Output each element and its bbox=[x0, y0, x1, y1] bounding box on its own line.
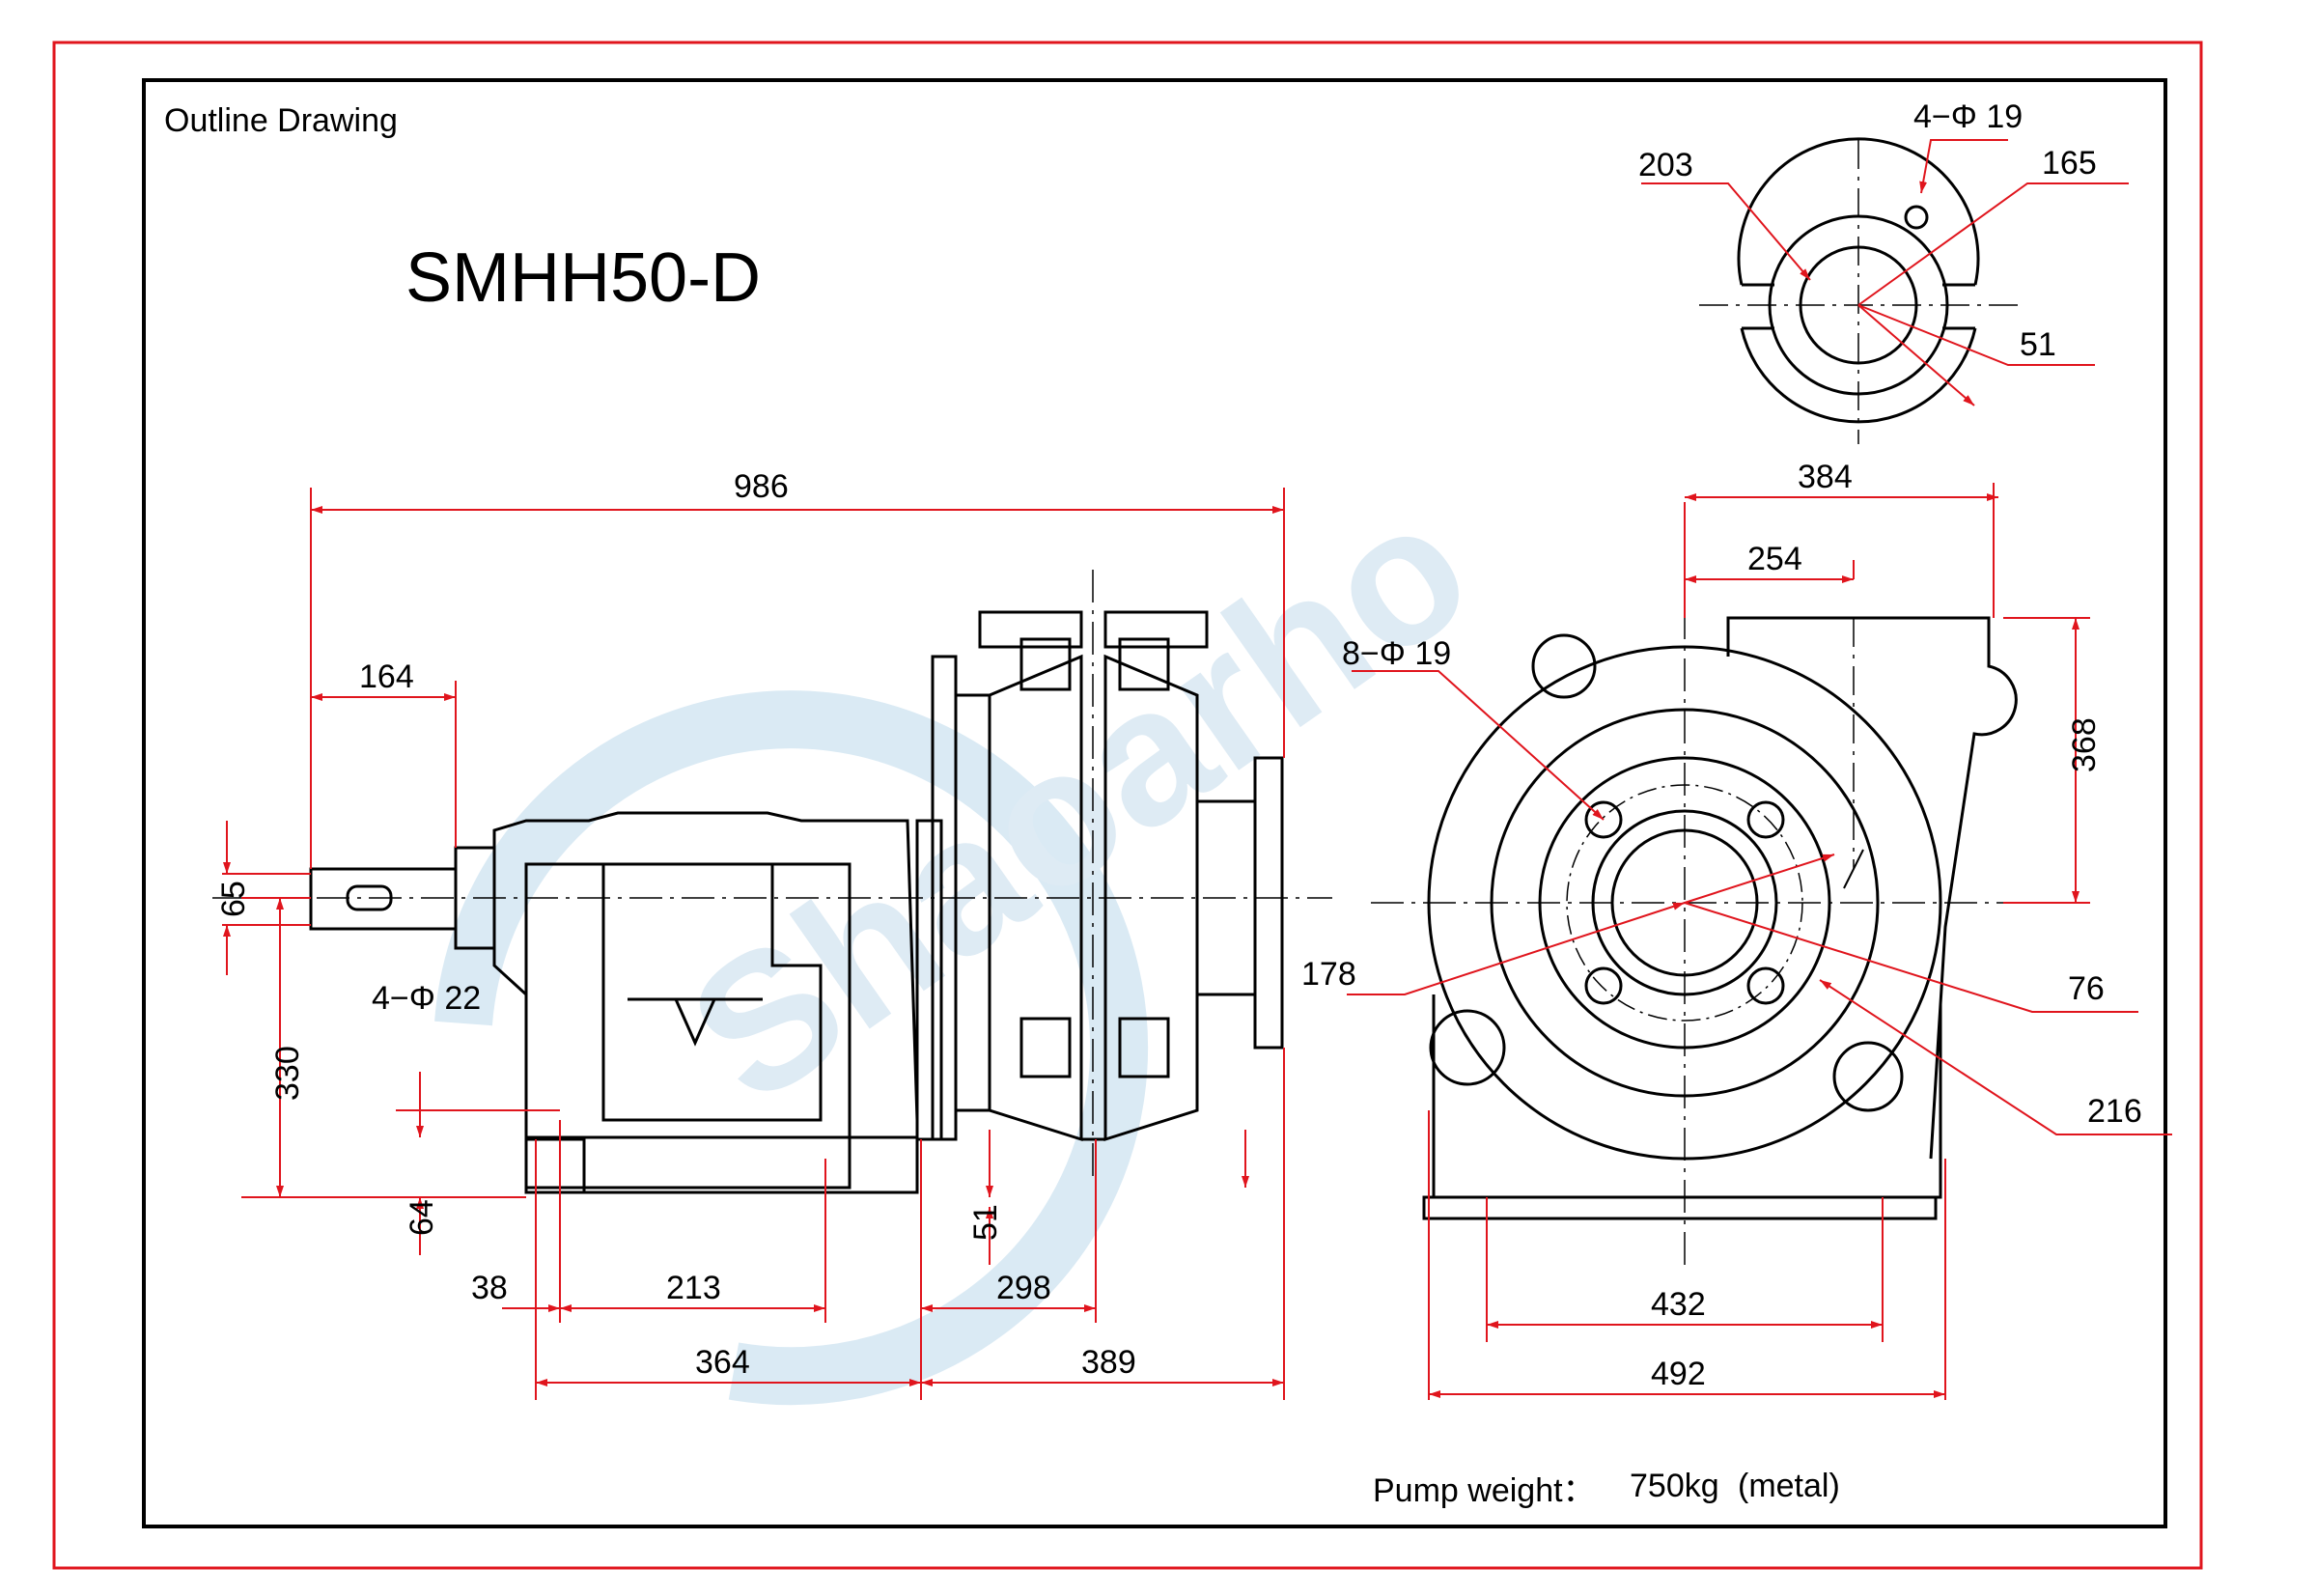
ext-lines-left bbox=[222, 873, 526, 1198]
lifting-lug bbox=[1531, 633, 1597, 699]
casing-half-right bbox=[1103, 654, 1199, 1142]
watermark-swirl bbox=[434, 690, 1149, 1406]
dim-51: 51 bbox=[967, 1204, 1004, 1241]
dim-368: 368 bbox=[2066, 717, 2103, 772]
base-plate bbox=[1422, 1195, 1938, 1220]
frame-window bbox=[601, 864, 823, 1122]
volute-outer bbox=[1427, 645, 1942, 1161]
dim-254: 254 bbox=[1747, 541, 1802, 577]
leader-216 bbox=[1819, 979, 2172, 1135]
dim-216: 216 bbox=[2087, 1093, 2142, 1130]
dimension-lines bbox=[222, 139, 2172, 1400]
suction-bore-inner bbox=[1610, 828, 1759, 977]
outer-frame bbox=[52, 41, 2203, 1570]
bolt-circle bbox=[1566, 784, 1803, 1022]
bolt-top-right bbox=[1118, 637, 1170, 691]
leader-radius bbox=[1684, 854, 1835, 904]
foot-left bbox=[524, 1137, 586, 1194]
casing-lug-right-top bbox=[1103, 610, 1209, 649]
dim-213: 213 bbox=[666, 1270, 721, 1306]
dim-330: 330 bbox=[269, 1046, 306, 1101]
leader-4-19 bbox=[1919, 139, 2008, 194]
adapter-plate bbox=[915, 819, 943, 1141]
flange-hole bbox=[1746, 966, 1785, 1005]
suction-flange bbox=[1253, 756, 1284, 1050]
leader-flange-radius bbox=[1857, 304, 1975, 406]
casing-lug-left-top bbox=[978, 610, 1083, 649]
weight-label: Pump weight： bbox=[1373, 1472, 1596, 1509]
inner-frame bbox=[142, 78, 2167, 1528]
weight-material: (metal) bbox=[1738, 1468, 1840, 1504]
dim-165: 165 bbox=[2042, 145, 2097, 182]
dim-364: 364 bbox=[695, 1344, 750, 1381]
shaft bbox=[309, 867, 458, 931]
flange-hole bbox=[1584, 966, 1623, 1005]
flange-slots bbox=[1742, 283, 1975, 330]
dim-492: 492 bbox=[1651, 1356, 1706, 1392]
dim-76: 76 bbox=[2068, 970, 2105, 1007]
flange-bolt-hole bbox=[1904, 205, 1929, 230]
dim-64: 64 bbox=[404, 1199, 440, 1236]
frame-rib bbox=[628, 997, 763, 1047]
dim-178: 178 bbox=[1301, 956, 1356, 993]
leader-8-19 bbox=[1352, 670, 1605, 821]
bolt-top-left bbox=[1019, 637, 1072, 691]
watermark-text: Shaoarho bbox=[654, 458, 1506, 1145]
ext-lines-end bbox=[1428, 1110, 1946, 1400]
dim-8-phi-19: 8−Φ 19 bbox=[1342, 635, 1451, 672]
volute-inner bbox=[1490, 708, 1880, 1098]
dim-65: 65 bbox=[215, 881, 252, 917]
rotation-arrow bbox=[1843, 849, 1864, 889]
dim-4-phi-19: 4−Φ 19 bbox=[1913, 98, 2023, 135]
flange-outer bbox=[1737, 137, 1980, 424]
flange-raised-face bbox=[1768, 214, 1949, 396]
side-view bbox=[212, 570, 1332, 1194]
dim-164: 164 bbox=[359, 658, 414, 695]
model-title: SMHH50-D bbox=[405, 239, 761, 317]
dim-203: 203 bbox=[1638, 147, 1693, 183]
dim-432: 432 bbox=[1651, 1286, 1706, 1323]
bolt-bottom-left bbox=[1019, 1017, 1072, 1078]
foot-boss-right bbox=[1832, 1041, 1904, 1112]
leader-203 bbox=[1641, 182, 1811, 281]
dim-986: 986 bbox=[734, 468, 789, 505]
leader-51 bbox=[1857, 304, 2095, 366]
bolt-bottom-right bbox=[1118, 1017, 1170, 1078]
keyway bbox=[346, 884, 393, 911]
dim-298: 298 bbox=[996, 1270, 1051, 1306]
discharge-flange-view bbox=[1699, 137, 2018, 444]
suction-bore-outer bbox=[1591, 809, 1778, 996]
dim-4-phi-22: 4−Φ 22 bbox=[372, 980, 481, 1017]
leader-178 bbox=[1347, 902, 1686, 995]
dim-389: 389 bbox=[1081, 1344, 1136, 1381]
weight-value: 750kg bbox=[1630, 1468, 1719, 1504]
end-view bbox=[1371, 502, 2018, 1265]
ext-lines-bottom bbox=[535, 1048, 1285, 1400]
flange-hole bbox=[1584, 800, 1623, 839]
dim-384: 384 bbox=[1798, 459, 1853, 495]
ext-lines-top bbox=[310, 488, 1285, 869]
leader-165 bbox=[1857, 182, 2129, 306]
flange-hole bbox=[1746, 800, 1785, 839]
discharge-outlet bbox=[1726, 616, 2018, 1160]
suction-flange-face bbox=[1538, 756, 1831, 1050]
ext-lines-outlet bbox=[1684, 483, 2090, 904]
flange-bore bbox=[1799, 245, 1918, 365]
foot-boss-left bbox=[1429, 1009, 1506, 1086]
sheet-heading: Outline Drawing bbox=[164, 102, 398, 139]
leader-76 bbox=[1684, 902, 2138, 1013]
dim-51-flange: 51 bbox=[2020, 326, 2056, 363]
dim-38: 38 bbox=[471, 1270, 508, 1306]
frame-body bbox=[524, 862, 851, 1190]
